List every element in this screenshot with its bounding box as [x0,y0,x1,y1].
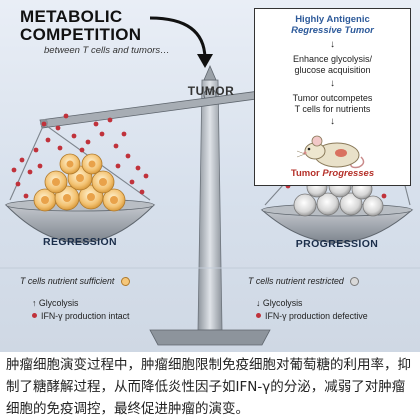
down-arrow-icon: ↓ [256,298,261,308]
ifn-dot-icon [256,313,261,318]
step2-line-2: T cells for nutrients [294,103,371,114]
step1-line-2: glucose acquisition [294,64,371,75]
mechanism-step-glycolysis: Enhance glycolysis/ glucose acquisition [255,54,410,75]
right-status-row: T cells nutrient restricted [248,276,360,286]
healthy-t-cell-icon [120,277,130,286]
right-glycolysis-text: Glycolysis [262,298,303,308]
title-line-2: COMPETITION [20,25,142,44]
up-arrow-icon: ↑ [32,298,37,308]
tumor-progresses-label: Tumor Progresses [255,168,410,179]
step2-line-1: Tumor outcompetes [292,93,373,103]
down-arrow-icon: ↓ [330,78,335,89]
tumor-label: TUMOR [187,84,235,98]
right-glycolysis-row: ↓ Glycolysis [256,298,302,308]
right-ifn-row: IFN-γ production defective [256,311,368,321]
step1-line-1: Enhance glycolysis/ [292,54,373,64]
mechanism-step-outcompete: Tumor outcompetes T cells for nutrients [255,93,410,114]
left-glycolysis-text: Glycolysis [38,298,79,308]
chinese-caption: 肿瘤细胞演变过程中，肿瘤细胞限制免疫细胞对葡萄糖的利用率，抑制了糖酵解过程，从而… [6,357,411,417]
curved-arrow-icon [149,16,213,68]
left-ifn-row: IFN-γ production intact [32,311,130,321]
ifn-dot-icon [32,313,37,318]
down-arrow-icon: ↓ [330,39,335,50]
figure-title: METABOLIC COMPETITION [20,8,200,44]
left-glycolysis-row: ↑ Glycolysis [32,298,78,308]
left-status-text: T cells nutrient sufficient [20,276,115,286]
title-line-1: METABOLIC [20,7,123,26]
mouse-icon [297,135,365,169]
glucose-dots-abundant [11,113,149,199]
figure-subtitle: between T cells and tumors… [44,45,170,56]
right-status-text: T cells nutrient restricted [248,276,344,286]
regression-label: REGRESSION [42,236,117,248]
progression-label: PROGRESSION [295,238,379,250]
down-arrow-icon: ↓ [330,116,335,127]
final-word: Tumor [290,168,320,179]
metabolic-competition-figure: METABOLIC COMPETITION between T cells an… [0,0,420,352]
right-ifn-text: IFN-γ production defective [265,311,368,321]
left-status-row: T cells nutrient sufficient [20,276,130,286]
starved-t-cell-icon [350,277,360,286]
left-ifn-text: IFN-γ production intact [41,311,130,321]
mechanism-box: Highly Antigenic Regressive Tumor ↓ Enha… [254,8,411,186]
final-italic: Progresses [322,168,375,179]
mechanism-box-title: Highly Antigenic Regressive Tumor [255,14,410,36]
mechanism-title-line-1: Highly Antigenic [295,14,370,25]
mechanism-title-line-2: Regressive Tumor [291,25,374,36]
nutrient-sufficient-t-cells [33,153,126,212]
